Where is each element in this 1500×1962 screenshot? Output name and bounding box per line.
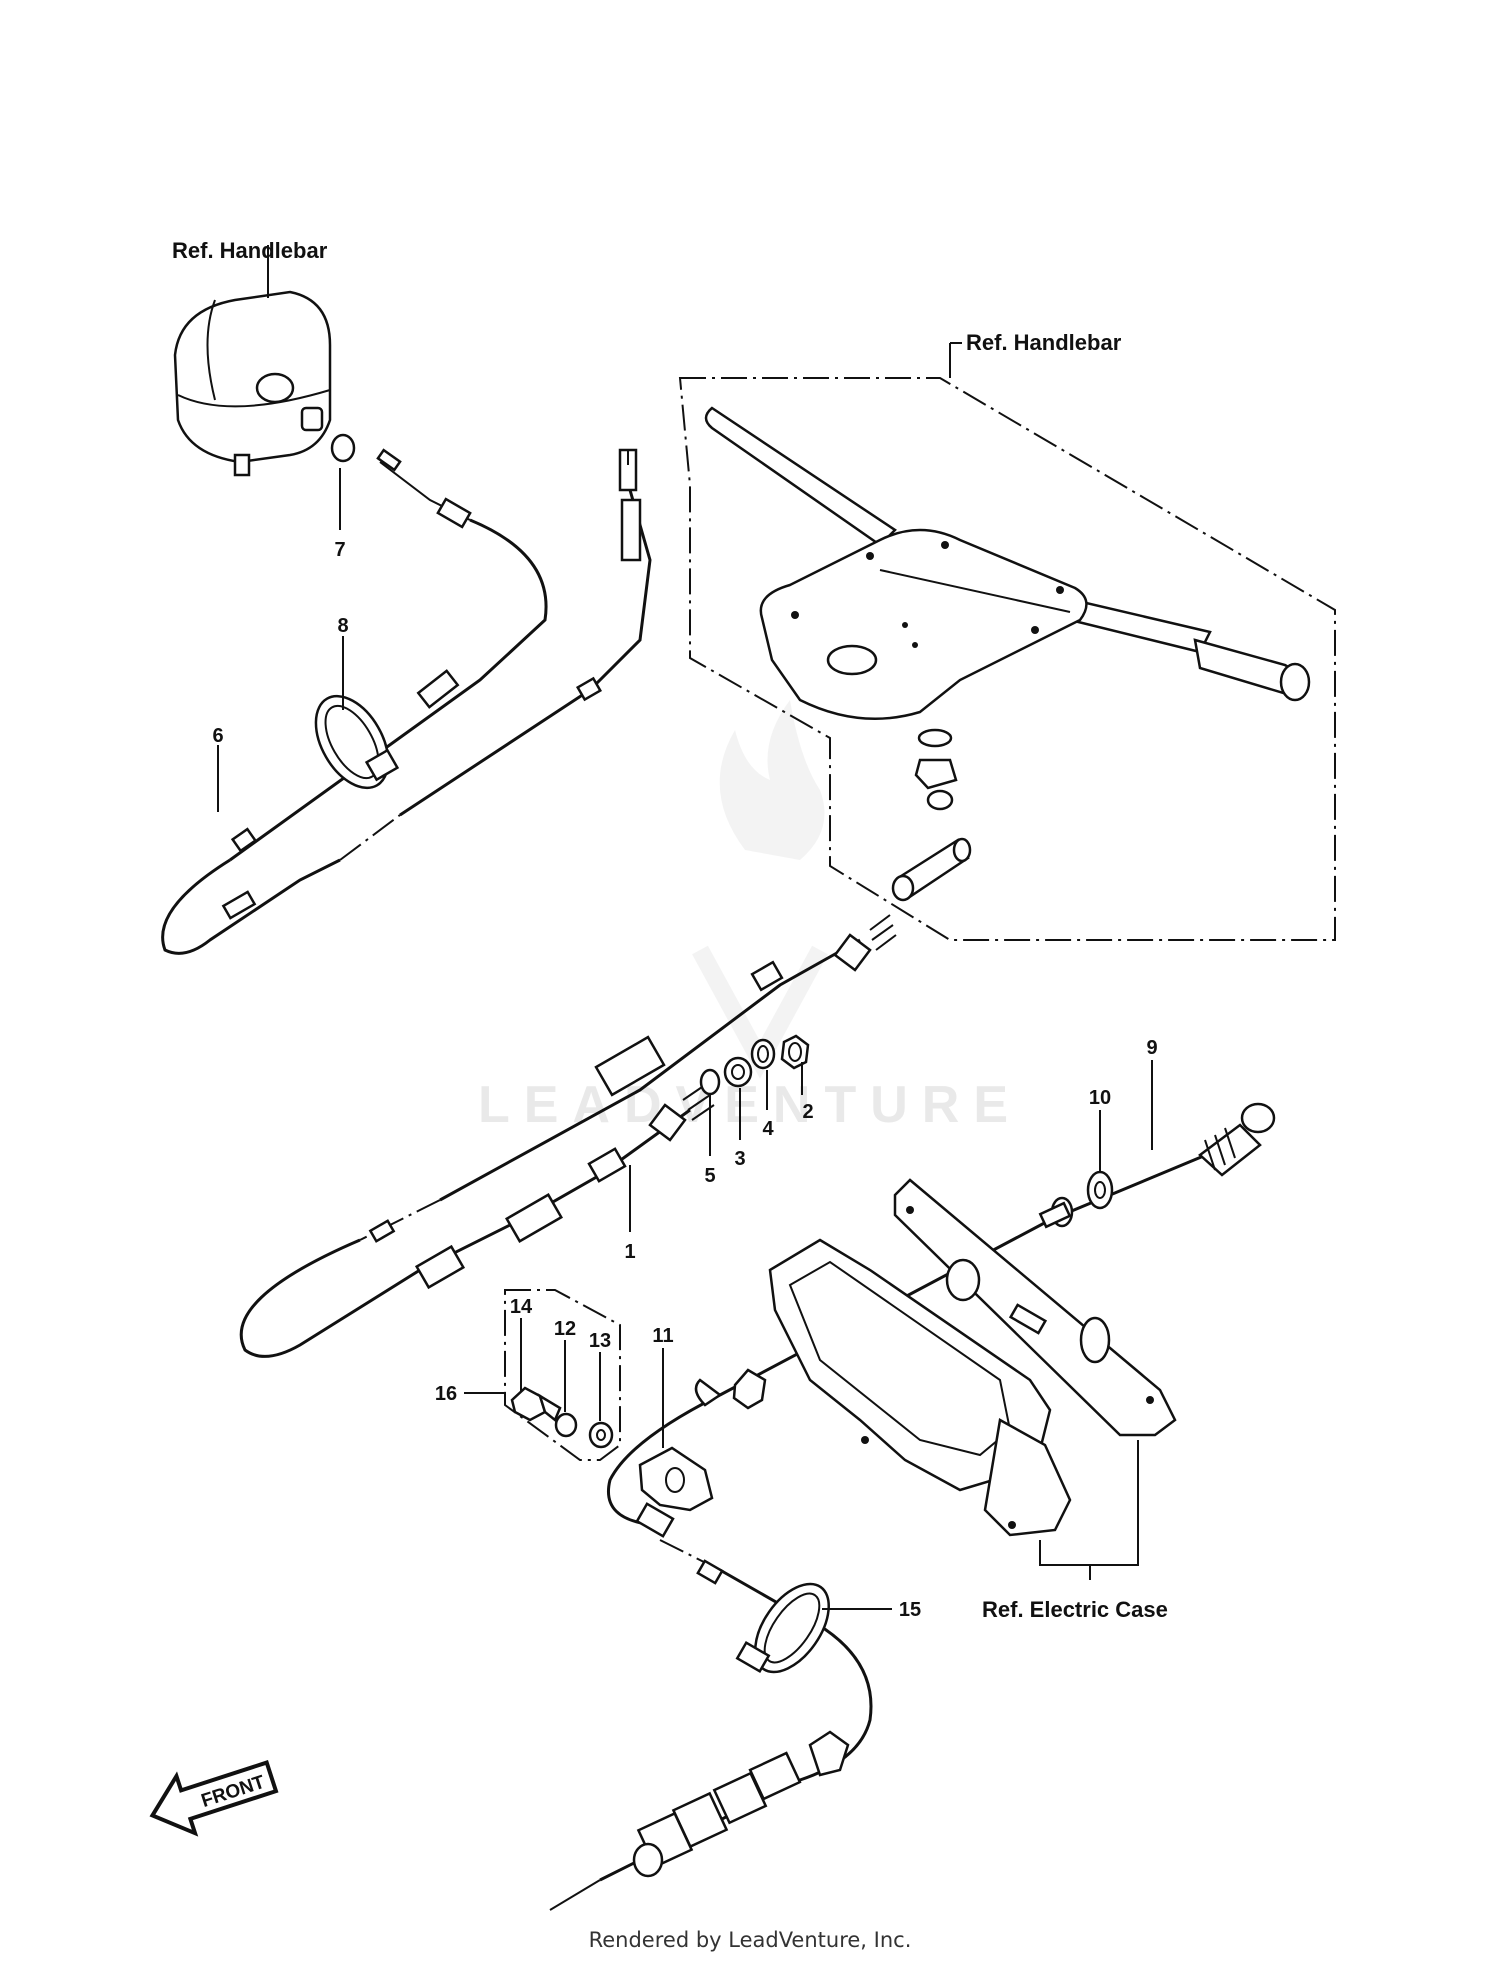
- grommet-item-10: [1086, 1170, 1114, 1210]
- callout-10: 10: [1089, 1087, 1111, 1109]
- handlebar: [704, 406, 1311, 720]
- ref-handlebar-right-label: Ref. Handlebar: [966, 330, 1122, 355]
- callout-2: 2: [802, 1101, 813, 1123]
- bolt-kit-boundary: [504, 1289, 621, 1461]
- oring-item-5: [699, 1068, 721, 1096]
- clamp-item-8: [314, 694, 400, 790]
- callout-15: 15: [899, 1599, 921, 1621]
- callout-14: 14: [510, 1296, 533, 1318]
- watermark-logo-icon: [692, 700, 828, 1079]
- washer-item-12: [554, 1412, 578, 1438]
- washer-item-3: [723, 1056, 753, 1088]
- watermark: LEADVENTURE: [478, 700, 1022, 1134]
- cable-end-boots: [632, 1751, 802, 1878]
- pivot-bolt: [914, 728, 958, 811]
- callout-8: 8: [337, 615, 348, 637]
- washer-item-7: [330, 433, 356, 463]
- washer-item-13: [588, 1421, 614, 1449]
- callout-11: 11: [652, 1325, 673, 1347]
- callout-5: 5: [704, 1165, 715, 1187]
- callout-4: 4: [762, 1118, 774, 1140]
- callout-3: 3: [734, 1148, 745, 1170]
- lockwasher-item-4: [750, 1038, 776, 1070]
- bolt-item-14: [510, 1386, 562, 1423]
- callout-7: 7: [334, 539, 345, 561]
- electric-case: [768, 1178, 1177, 1537]
- clamp-item-15: [735, 1582, 830, 1674]
- cable-item-6: [161, 448, 652, 955]
- nut-item-2: [780, 1034, 810, 1070]
- handlebar-ref-boundary: [678, 377, 1336, 941]
- cable-item-9: [549, 1102, 1276, 1911]
- threaded-pin: [891, 837, 972, 902]
- callout-16: 16: [435, 1383, 457, 1405]
- callout-13: 13: [589, 1330, 611, 1352]
- front-arrow-icon: FRONT: [149, 1760, 279, 1837]
- callout-1: 1: [624, 1241, 635, 1263]
- bracket-item-11: [638, 1446, 714, 1512]
- callout-9: 9: [1146, 1037, 1157, 1059]
- switch-housing: [173, 290, 355, 477]
- ref-electric-case-label: Ref. Electric Case: [982, 1597, 1168, 1622]
- footer-credit: Rendered by LeadVenture, Inc.: [588, 1928, 912, 1952]
- ref-handlebar-left-label: Ref. Handlebar: [172, 238, 328, 263]
- callout-6: 6: [212, 725, 223, 747]
- callout-12: 12: [554, 1318, 576, 1340]
- watermark-text: LEADVENTURE: [478, 1076, 1022, 1134]
- cable-item-1: [239, 914, 897, 1358]
